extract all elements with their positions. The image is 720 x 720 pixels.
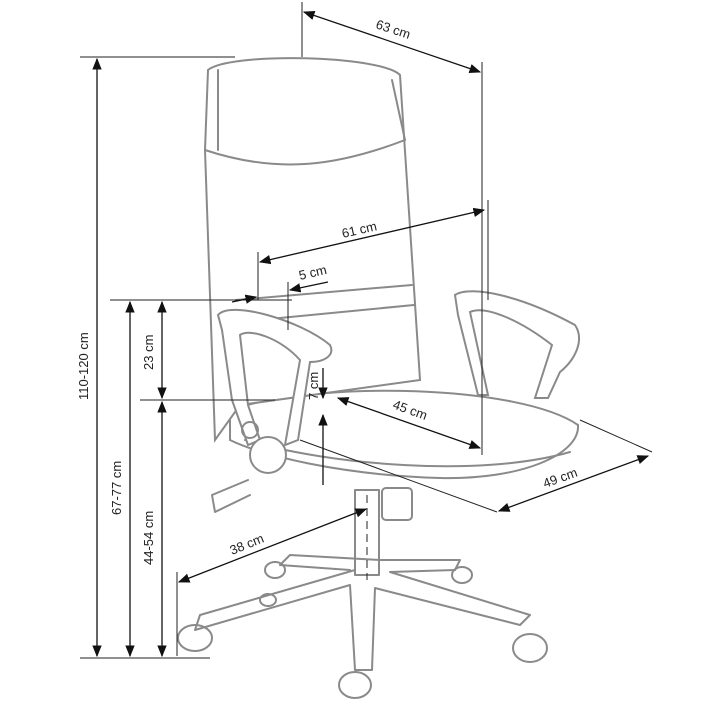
label-base-radius: 38 cm — [228, 531, 266, 558]
chair-drawing — [177, 57, 580, 699]
label-armrest-floor-height: 67-77 cm — [109, 461, 124, 515]
dimension-lines — [80, 2, 653, 659]
label-seat-width: 49 cm — [541, 465, 579, 491]
label-seat-thickness: 7 cm — [306, 372, 321, 400]
label-armrest-height: 23 cm — [141, 335, 156, 370]
label-seat-height: 44-54 cm — [141, 511, 156, 565]
label-total-height: 110-120 cm — [76, 332, 91, 400]
label-armrest-gap: 5 cm — [297, 262, 328, 283]
